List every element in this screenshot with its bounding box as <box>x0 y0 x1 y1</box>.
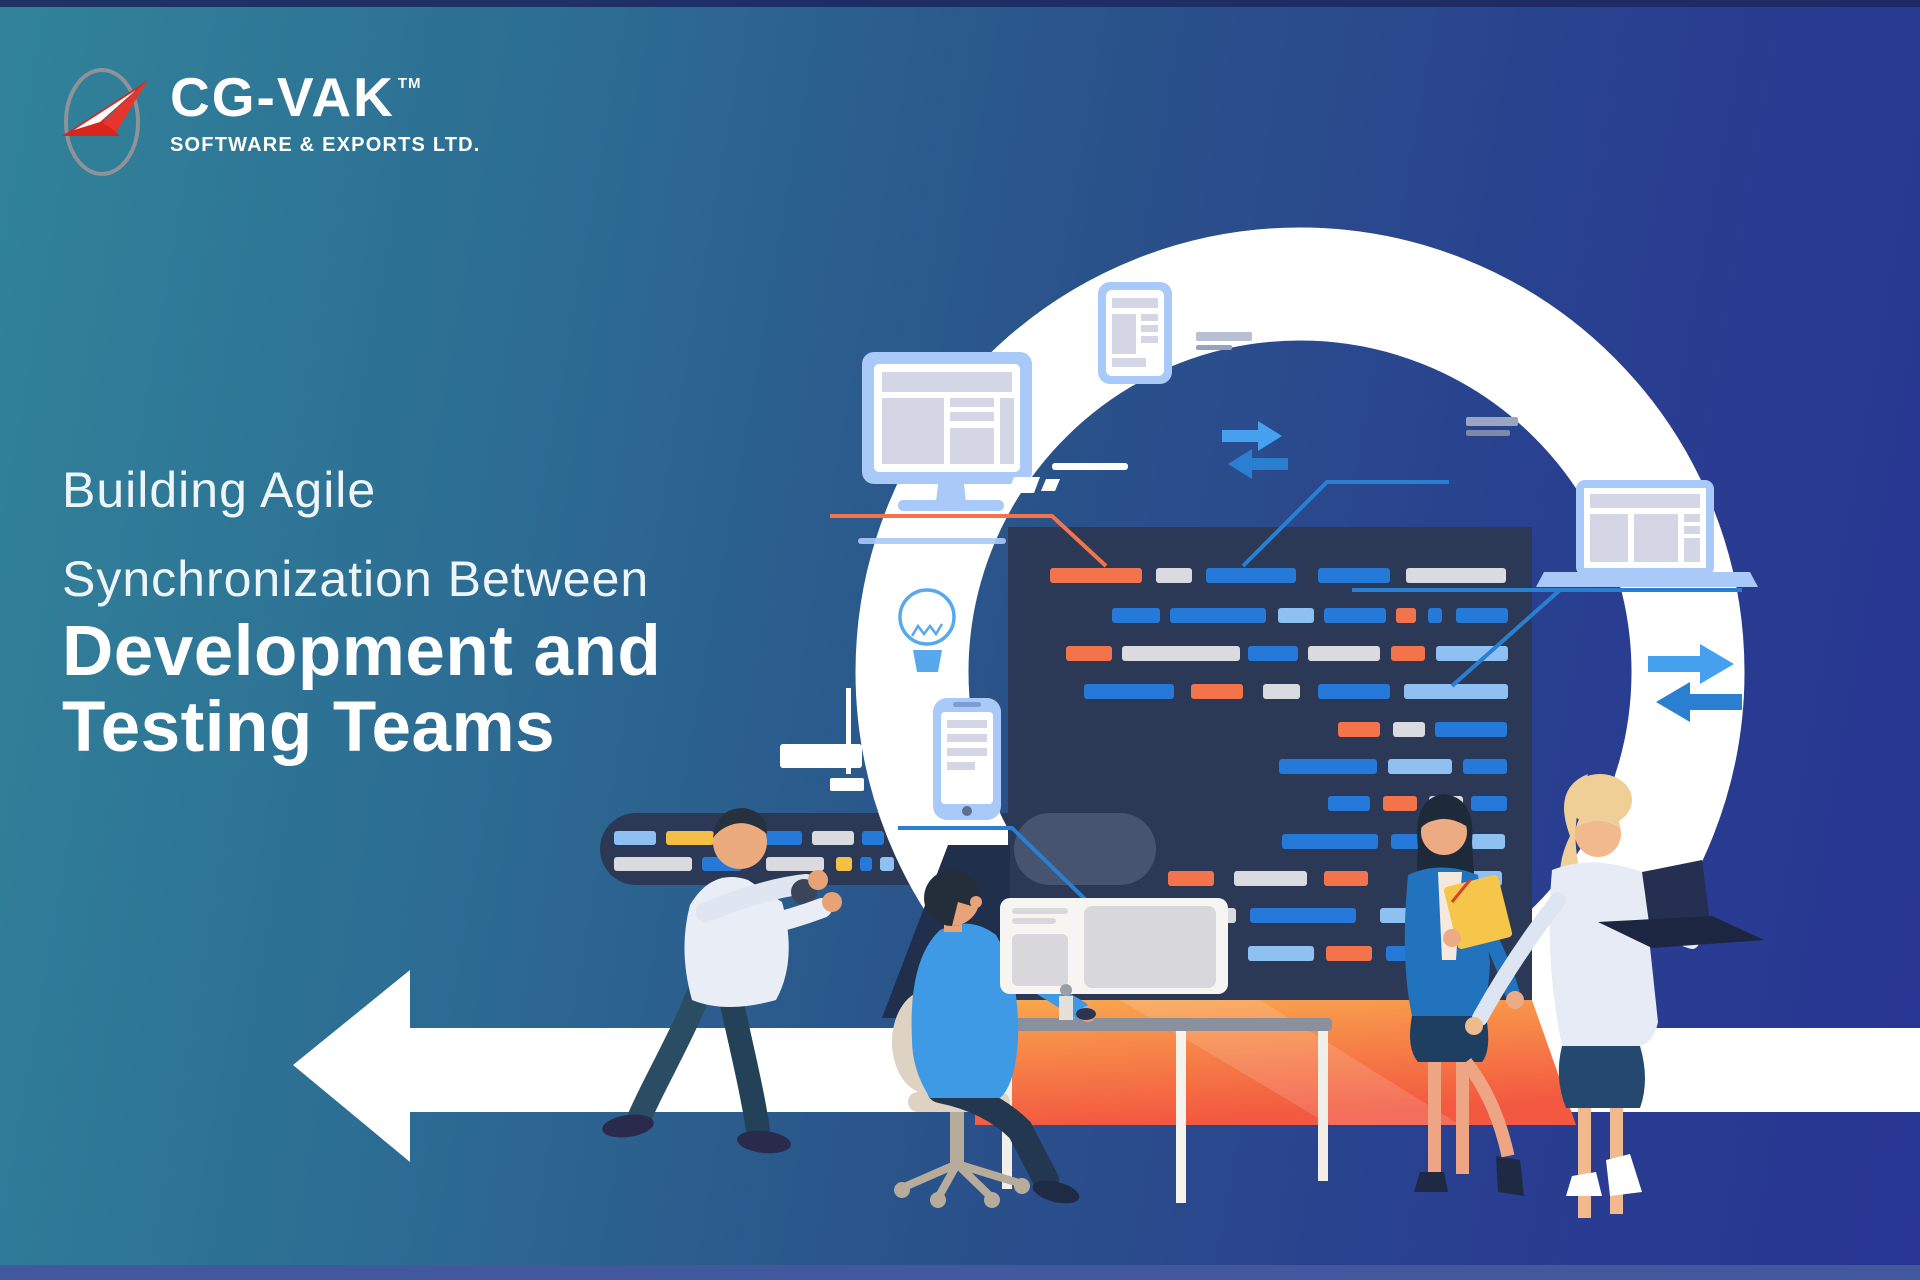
lightbulb-icon <box>898 588 956 672</box>
sync-arrows-icon-small <box>1222 421 1288 479</box>
desktop-monitor-icon <box>858 352 1032 544</box>
desk-scene <box>892 870 1332 1208</box>
developer-walking-with-code-bar <box>602 808 842 1154</box>
tester-with-folder <box>1404 794 1524 1196</box>
sync-arrows-icon-large <box>1648 644 1742 722</box>
smartphone-icon <box>1098 282 1172 384</box>
connector-lines <box>830 480 1742 908</box>
desk-monitor <box>1000 898 1228 1020</box>
bottom-edge-strip <box>0 1265 1920 1280</box>
blue-connector-phone <box>1241 480 1449 568</box>
minimized-window-icon-b <box>1466 417 1518 436</box>
flag-list-icon <box>780 688 864 791</box>
company-tagline: SOFTWARE & EXPORTS LTD. <box>170 134 481 156</box>
company-logo-icon <box>62 68 148 176</box>
headline-line-1: Building Agile <box>62 462 377 518</box>
tester-with-laptop <box>1465 774 1764 1218</box>
blue-connector-pill <box>898 826 1094 908</box>
top-edge-strip <box>0 0 1920 7</box>
laptop-icon <box>1536 480 1758 587</box>
orange-connector-line <box>830 514 1108 568</box>
mobile-phone-icon <box>933 698 1001 820</box>
window-dash-icon <box>1008 463 1128 493</box>
blue-connector-laptop <box>1352 588 1742 688</box>
headline-line-2: Synchronization Between <box>62 551 650 607</box>
headline-line-4: Testing Teams <box>62 688 556 767</box>
trademark-symbol: TM <box>397 75 422 92</box>
headline-line-3: Development and <box>62 612 662 691</box>
minimized-window-icon-a <box>1196 332 1252 350</box>
